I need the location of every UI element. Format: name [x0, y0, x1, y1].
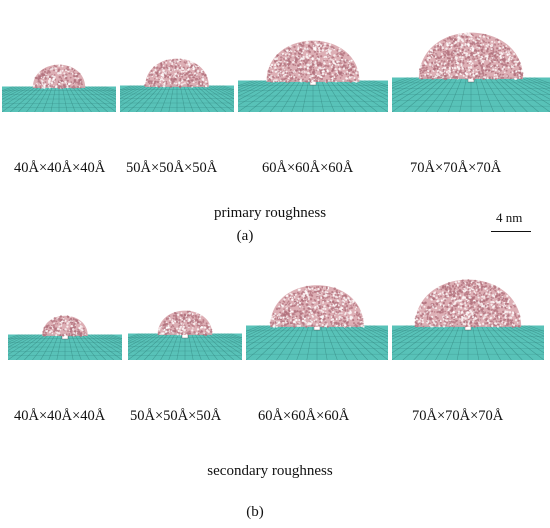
- scale-bar-line: [491, 231, 531, 232]
- size-label-b1: 40Å×40Å×40Å: [14, 408, 106, 424]
- scale-bar-label: 4 nm: [496, 210, 523, 225]
- panel-a-title: primary roughness: [213, 205, 327, 221]
- snapshot-a1: [2, 40, 116, 112]
- water-droplet: [414, 279, 522, 327]
- snapshot-drawing: [128, 310, 242, 360]
- panel-a-tag: (a): [236, 228, 254, 244]
- size-label-b2: 50Å×50Å×50Å: [130, 408, 222, 424]
- snapshot-drawing: [392, 32, 550, 112]
- panel-b-title: secondary roughness: [207, 463, 333, 479]
- snapshot-drawing: [392, 279, 544, 360]
- snapshot-drawing: [8, 315, 122, 360]
- size-label-a1: 40Å×40Å×40Å: [14, 160, 106, 176]
- size-label-a3: 60Å×60Å×60Å: [262, 160, 354, 176]
- snapshot-b2: [128, 285, 242, 360]
- snapshot-drawing: [2, 64, 116, 112]
- snapshot-a3: [238, 24, 388, 112]
- snapshot-drawing: [120, 57, 234, 112]
- snapshot-b1: [8, 288, 122, 360]
- snapshot-b4: [392, 262, 544, 360]
- snapshot-a2: [120, 38, 234, 112]
- snapshot-a4: [392, 14, 550, 112]
- size-label-b3: 60Å×60Å×60Å: [258, 408, 350, 424]
- size-label-a2: 50Å×50Å×50Å: [126, 160, 218, 176]
- snapshot-drawing: [238, 40, 388, 112]
- size-label-a4: 70Å×70Å×70Å: [410, 160, 502, 176]
- snapshot-drawing: [246, 285, 388, 360]
- panel-b-tag: (b): [246, 504, 264, 520]
- snapshot-b3: [246, 262, 388, 360]
- size-label-b4: 70Å×70Å×70Å: [412, 408, 504, 424]
